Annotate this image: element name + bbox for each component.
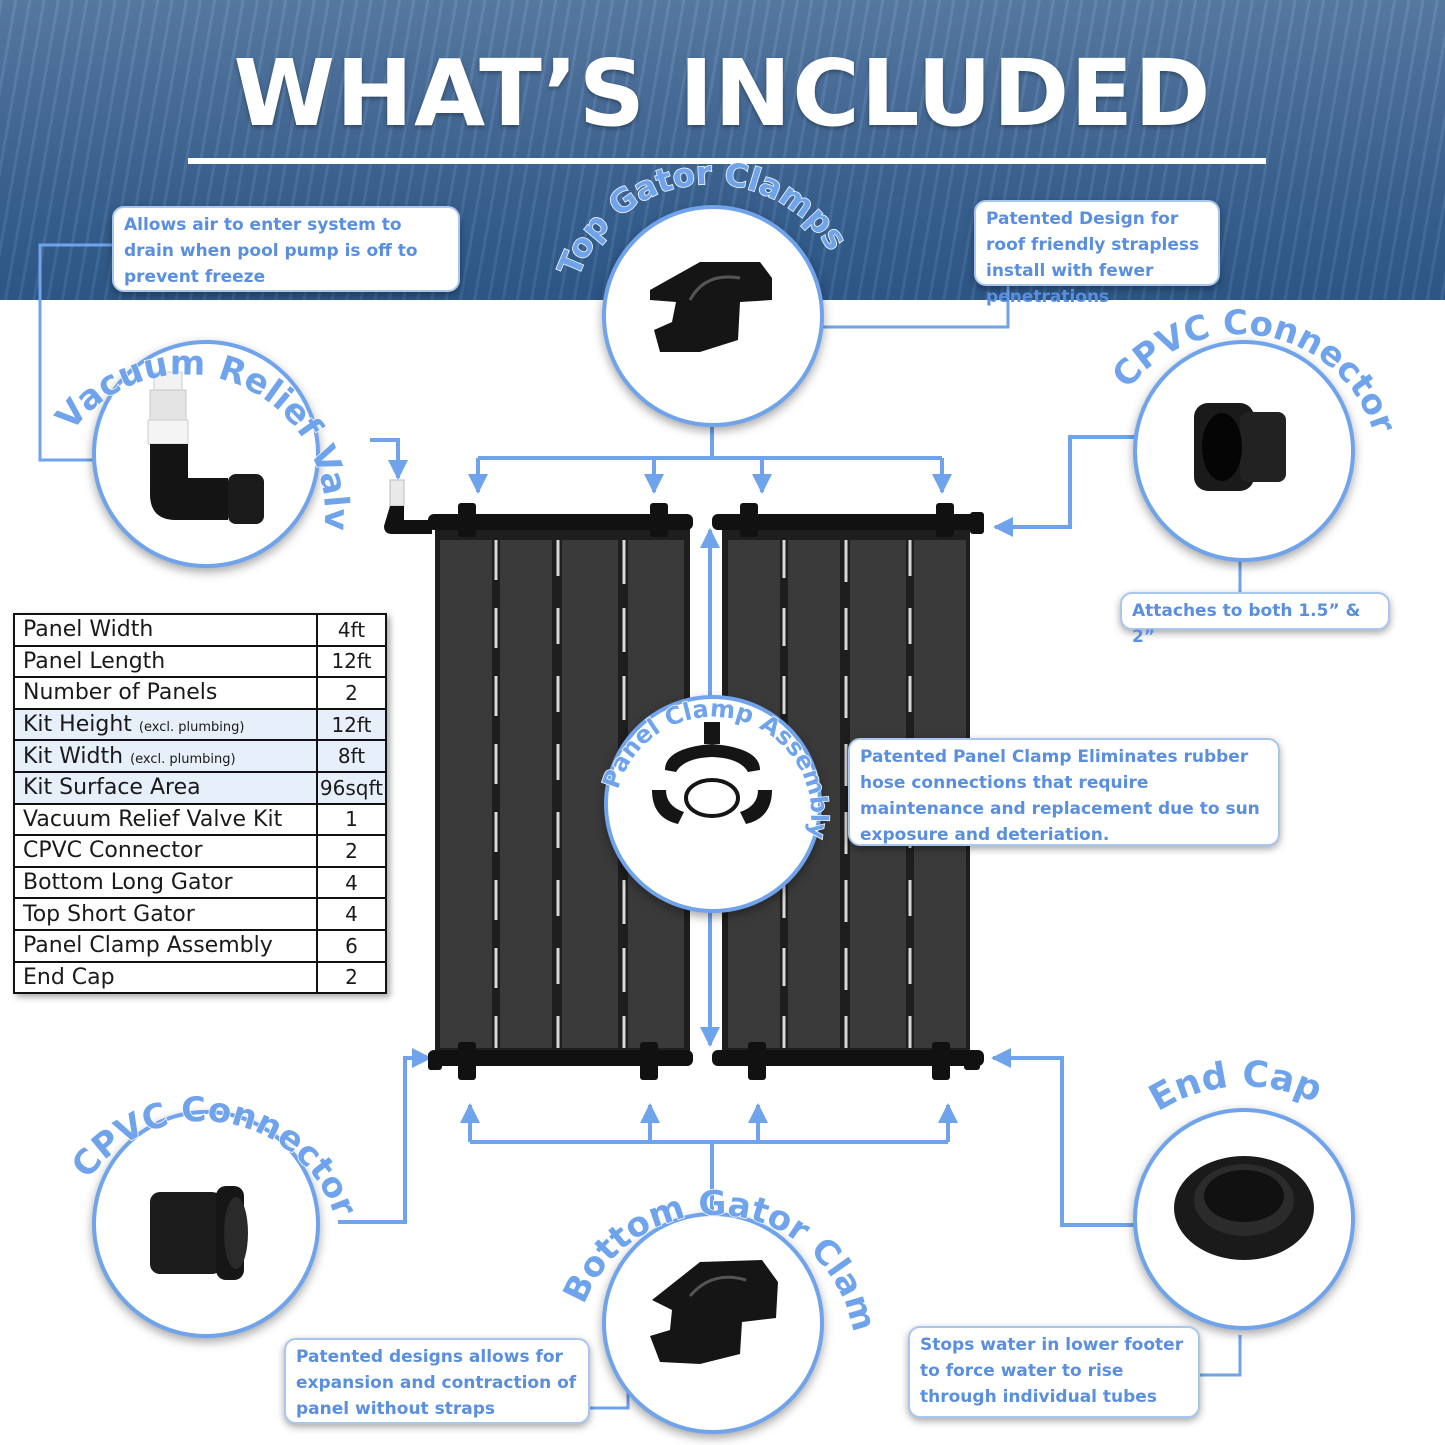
- spec-label-cell: Kit Height (excl. plumbing): [13, 707, 318, 742]
- spec-label: CPVC Connector: [23, 838, 203, 864]
- cpvc-connector-bottom-icon: [150, 1186, 248, 1280]
- bottom-gator-callout: Patented designs allows for expansion an…: [284, 1338, 590, 1424]
- spec-label: Kit Surface Area: [23, 775, 201, 801]
- spec-row: Kit Surface Area 96sqft: [13, 770, 388, 805]
- spec-value: 96sqft: [315, 770, 388, 805]
- spec-value: 1: [315, 802, 388, 837]
- spec-value: 8ft: [315, 739, 388, 773]
- spec-row: Number of Panels 2: [13, 676, 388, 710]
- panel-clamp-assembly-label: Panel Clamp Assembly: [597, 694, 834, 841]
- cpvc-callout: Attaches to both 1.5” & 2”: [1120, 592, 1390, 647]
- top-gator-clamps-label: Top Gator Clamps: [550, 154, 855, 281]
- spec-label-cell: Number of Panels: [13, 676, 318, 710]
- spec-label-cell: Bottom Long Gator: [13, 865, 318, 900]
- spec-label-cell: CPVC Connector: [13, 834, 318, 868]
- spec-value: 4ft: [315, 613, 388, 647]
- spec-label: Panel Width: [23, 617, 154, 643]
- panel-clamp-callout: Patented Panel Clamp Eliminates rubber h…: [848, 738, 1280, 846]
- spec-row: Panel Clamp Assembly 6: [13, 928, 388, 963]
- spec-label: Bottom Long Gator: [23, 870, 233, 896]
- spec-row: Panel Length 12ft: [13, 644, 388, 679]
- spec-label-cell: Kit Surface Area: [13, 770, 318, 805]
- spec-row: Panel Width 4ft: [13, 613, 388, 647]
- spec-row: End Cap 2: [13, 960, 388, 995]
- spec-label-cell: Top Short Gator: [13, 897, 318, 931]
- spec-label: Kit Height: [23, 712, 132, 738]
- spec-label: Top Short Gator: [23, 901, 195, 927]
- spec-row: Bottom Long Gator 4: [13, 865, 388, 900]
- spec-value: 12ft: [315, 707, 388, 742]
- spec-label-cell: Panel Length: [13, 644, 318, 679]
- spec-label: Number of Panels: [23, 680, 218, 706]
- spec-value: 4: [315, 865, 388, 900]
- spec-label-cell: Panel Clamp Assembly: [13, 928, 318, 963]
- vacuum-relief-valve-icon: [147, 371, 264, 524]
- top-gator-callout: Patented Design for roof friendly strapl…: [974, 200, 1220, 307]
- spec-label-cell: Panel Width: [13, 613, 318, 647]
- spec-value: 2: [315, 676, 388, 710]
- cpvc-connector-top-label: CPVC Connector: [1105, 303, 1404, 438]
- spec-row: CPVC Connector 2: [13, 834, 388, 868]
- spec-note: (excl. plumbing): [138, 720, 245, 736]
- spec-row: Kit Width (excl. plumbing)8ft: [13, 739, 388, 773]
- spec-value: 2: [315, 834, 388, 868]
- spec-label: Vacuum Relief Valve Kit: [23, 806, 283, 832]
- cpvc-connector-bottom-label: CPVC Connector: [64, 1090, 365, 1222]
- spec-label: Kit Width: [23, 743, 124, 769]
- page-title: WHAT’S INCLUDED: [233, 40, 1212, 147]
- cpvc-connector-icon: [1194, 403, 1286, 491]
- solar-panel-left: [428, 514, 693, 1066]
- spec-value: 4: [315, 897, 388, 931]
- bottom-gator-clamp-icon: [650, 1260, 778, 1364]
- panel-clamp-assembly-icon: [652, 722, 772, 824]
- vacuum-relief-valve-circle: [92, 340, 320, 568]
- valve-on-panel-icon: [384, 479, 432, 534]
- spec-label-cell: Kit Width (excl. plumbing): [13, 739, 318, 773]
- end-cap-label: End Cap: [1142, 1054, 1327, 1120]
- spec-value: 6: [315, 928, 388, 963]
- spec-label: Panel Length: [23, 648, 166, 674]
- spec-value: 2: [315, 960, 388, 995]
- spec-row: Top Short Gator 4: [13, 897, 388, 931]
- spec-label-cell: End Cap: [13, 960, 318, 995]
- spec-label-cell: Vacuum Relief Valve Kit: [13, 802, 318, 837]
- end-cap-icon: [1174, 1156, 1314, 1260]
- spec-value: 12ft: [315, 644, 388, 679]
- spec-label: Panel Clamp Assembly: [23, 933, 273, 959]
- end-cap-callout: Stops water in lower footer to force wat…: [908, 1326, 1200, 1418]
- vacuum-relief-callout: Allows air to enter system to drain when…: [112, 206, 460, 292]
- rail-clamps: [428, 503, 984, 1080]
- spec-row: Kit Height (excl. plumbing)12ft: [13, 707, 388, 742]
- spec-label: End Cap: [23, 964, 115, 990]
- title-underline: [188, 158, 1266, 164]
- spec-note: (excl. plumbing): [130, 751, 236, 767]
- spec-row: Vacuum Relief Valve Kit 1: [13, 802, 388, 837]
- top-gator-clamp-icon: [650, 262, 772, 352]
